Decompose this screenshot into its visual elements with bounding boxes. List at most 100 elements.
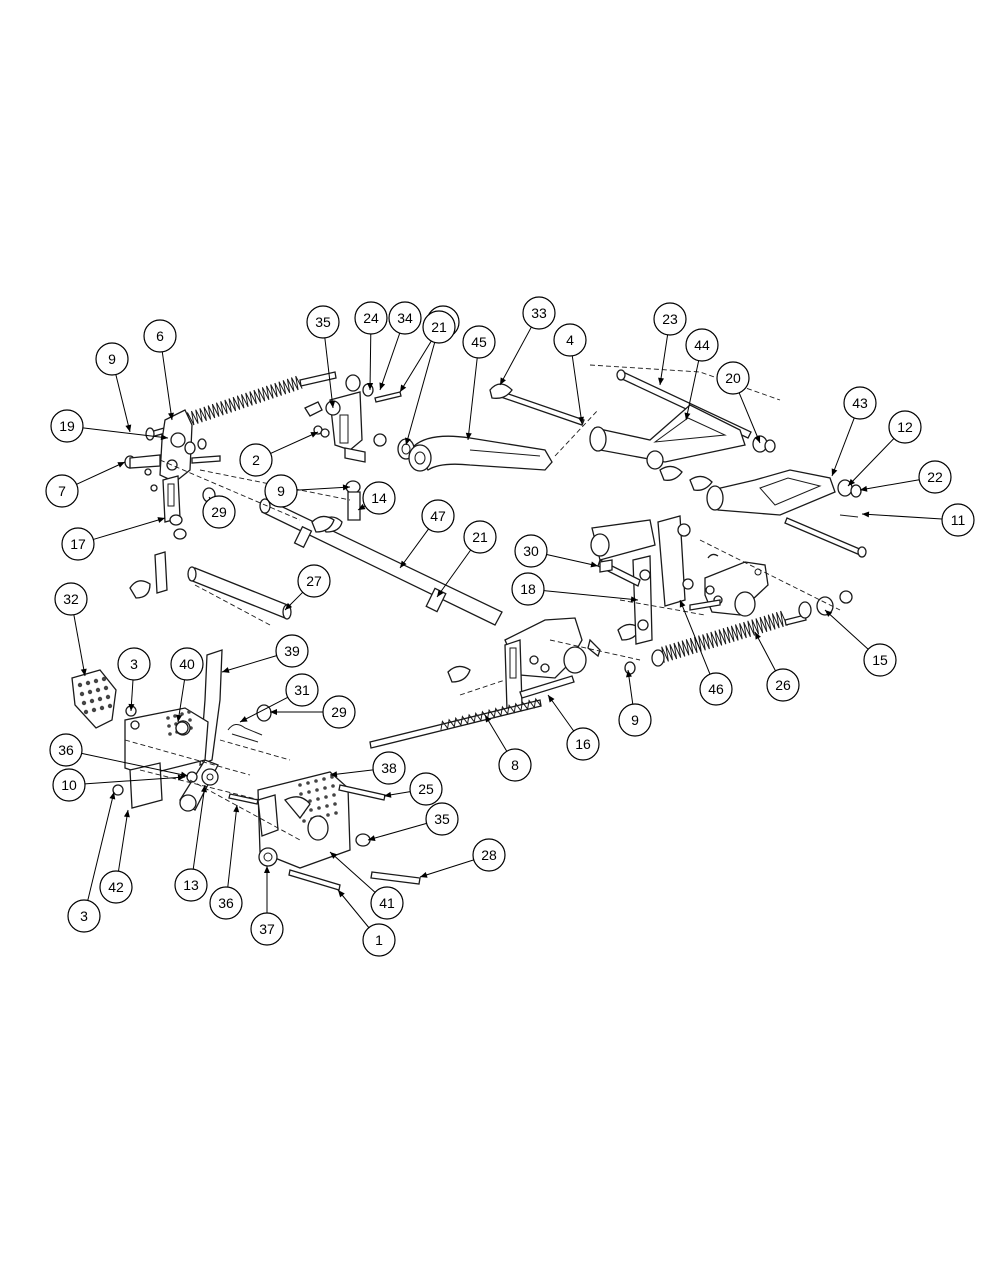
- callout-number: 33: [531, 305, 547, 321]
- callout-bubble: [888, 410, 922, 444]
- callout-number: 28: [481, 847, 497, 863]
- callout-44: 44: [684, 328, 719, 421]
- callout-bubble: [297, 564, 331, 598]
- plate-41: [257, 771, 351, 869]
- callout-number: 17: [70, 536, 86, 552]
- callout-4: 4: [553, 323, 587, 425]
- callout-number: 21: [431, 319, 447, 335]
- leader-arrowhead: [285, 602, 293, 610]
- leader-line: [861, 513, 943, 520]
- leader-arrowhead: [176, 714, 183, 722]
- callout-number: 36: [58, 742, 74, 758]
- callout-bubble: [52, 768, 86, 802]
- leader-line: [571, 355, 583, 425]
- callout-number: 9: [631, 712, 639, 728]
- callout-bubble: [685, 328, 719, 362]
- leader-line: [399, 528, 429, 569]
- callout-bubble: [566, 727, 600, 761]
- leader-arrowhead: [177, 774, 185, 781]
- leader-arrowhead: [548, 695, 555, 703]
- callout-number: 21: [472, 529, 488, 545]
- leader-arrowhead: [420, 872, 428, 878]
- callout-number: 20: [725, 370, 741, 386]
- leader-arrowhead: [485, 715, 492, 723]
- leader-arrowhead: [125, 424, 132, 432]
- callout-number: 42: [108, 879, 124, 895]
- leader-line: [379, 332, 401, 391]
- callout-10: 10: [52, 768, 186, 802]
- callout-bubble: [514, 534, 548, 568]
- leader-line: [221, 655, 277, 673]
- callout-number: 22: [927, 469, 943, 485]
- callout-bubble: [863, 643, 897, 677]
- bolt-36: [228, 793, 259, 805]
- leader-arrowhead: [109, 792, 116, 800]
- bracket-46: [657, 515, 694, 607]
- leader-line: [82, 427, 169, 439]
- callout-number: 25: [418, 781, 434, 797]
- callout-bubble: [618, 703, 652, 737]
- callout-43: 43: [831, 386, 877, 477]
- leader-line: [546, 554, 599, 567]
- shaft-47: [259, 498, 503, 626]
- callout-bubble: [50, 409, 84, 443]
- callout-39: 39: [221, 634, 309, 673]
- leader-arrowhead: [684, 412, 691, 420]
- callout-7: 7: [45, 461, 126, 508]
- callout-bubble: [653, 302, 687, 336]
- callout-number: 40: [179, 656, 195, 672]
- callout-number: 7: [58, 483, 66, 499]
- leader-line: [831, 417, 855, 477]
- leader-line: [177, 679, 186, 723]
- washer-35-b: [355, 833, 371, 847]
- cotter-pin-31: [227, 724, 263, 743]
- leader-arrowhead: [117, 462, 125, 468]
- callout-number: 6: [156, 328, 164, 344]
- leader-line: [847, 438, 895, 487]
- leader-arrowhead: [180, 771, 188, 778]
- callout-number: 2: [252, 452, 260, 468]
- leader-arrowhead: [860, 485, 868, 492]
- callout-bubble: [239, 443, 273, 477]
- callout-20: 20: [716, 361, 761, 444]
- callout-number: 1: [375, 932, 383, 948]
- callout-32: 32: [54, 582, 88, 677]
- leader-line: [192, 784, 206, 870]
- bolt-1: [288, 869, 341, 891]
- bracket-16: [590, 519, 656, 645]
- callout-6: 6: [143, 319, 177, 421]
- callout-number: 9: [277, 483, 285, 499]
- callout-bubble: [275, 634, 309, 668]
- leader-line: [329, 769, 374, 776]
- callout-bubble: [918, 460, 952, 494]
- callout-29: 29: [202, 495, 236, 529]
- callout-number: 31: [294, 682, 310, 698]
- leader-arrowhead: [338, 890, 345, 898]
- knob-40: [175, 721, 189, 735]
- rod-8: [369, 697, 542, 749]
- leader-line: [685, 360, 700, 421]
- callout-13: 13: [174, 784, 208, 902]
- callout-bubble: [463, 520, 497, 554]
- callout-bubble: [425, 802, 459, 836]
- callout-27: 27: [284, 564, 331, 611]
- leader-line: [329, 851, 376, 893]
- callout-number: 37: [259, 921, 275, 937]
- callout-22: 22: [859, 460, 952, 494]
- callout-31: 31: [239, 673, 319, 723]
- leader-line: [239, 696, 289, 723]
- callout-15: 15: [824, 609, 897, 677]
- leader-arrowhead: [590, 561, 598, 568]
- leader-arrowhead: [630, 596, 638, 603]
- leader-line: [859, 479, 920, 491]
- callout-bubble: [95, 342, 129, 376]
- arm-44: [589, 404, 776, 470]
- callout-number: 14: [371, 490, 387, 506]
- leader-line: [73, 614, 86, 677]
- callout-number: 39: [284, 643, 300, 659]
- callout-bubble: [498, 748, 532, 782]
- callout-24: 24: [354, 301, 388, 391]
- callout-17: 17: [61, 517, 166, 561]
- leader-line: [337, 889, 370, 928]
